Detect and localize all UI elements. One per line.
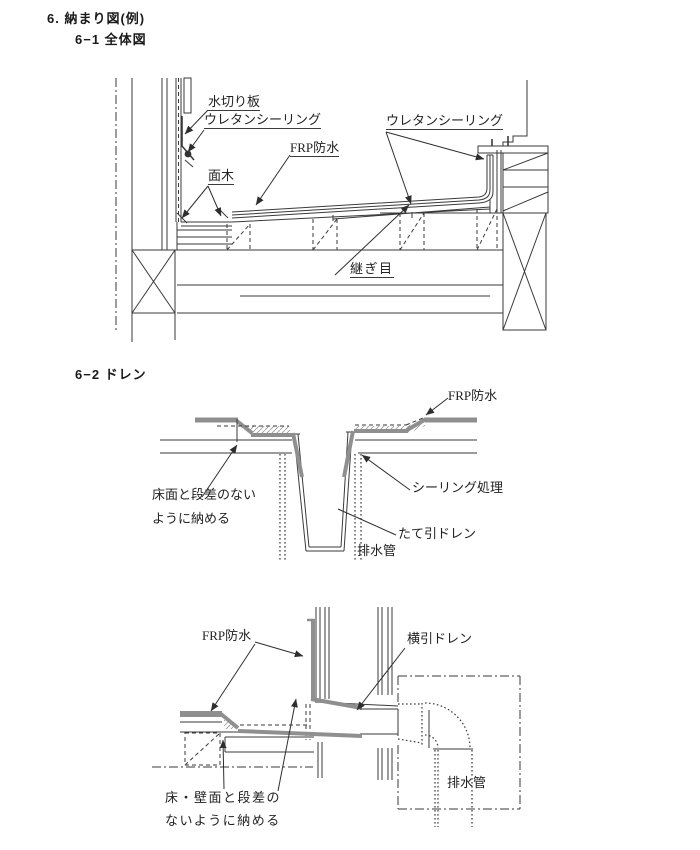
frp-deck-layers: [231, 154, 494, 223]
label-joint: 継ぎ目: [350, 261, 394, 279]
page-title: 6. 納まり図(例): [47, 11, 146, 26]
drip-plate: [181, 116, 195, 168]
label-flush-note3-line2: ないように納める: [165, 813, 281, 828]
deck-corner-menki: [176, 208, 232, 250]
label-frp-waterproofing-1: FRP防水: [290, 140, 340, 158]
label-drip-plate: 水切り板: [208, 94, 261, 112]
diagram1-leaders: [181, 109, 485, 276]
label-drain-pipe-3: 排水管: [447, 775, 487, 790]
horizontal-drain-body: [237, 697, 423, 744]
label-sealing-treatment: シーリング処理: [412, 480, 504, 495]
label-flush-note-line1: 床面と段差のない: [152, 487, 257, 502]
drain-funnel: [291, 430, 355, 552]
diagram1-drawing: [115, 77, 549, 342]
right-parapet: [477, 80, 549, 214]
frp-membrane-right: [354, 417, 477, 433]
label-chamfer-strip: 面木: [208, 168, 235, 186]
diagram2-drawing: [160, 397, 477, 560]
label-drain-pipe-2: 排水管: [357, 543, 397, 558]
label-frp-waterproofing-2: FRP防水: [448, 388, 498, 403]
diagram3-drawing: [152, 607, 521, 827]
label-horizontal-drain: 横引ドレン: [407, 631, 473, 646]
label-vertical-drain: たて引ドレン: [398, 526, 477, 541]
left-wall: [115, 77, 192, 342]
label-urethane-sealing-right: ウレタンシーリング: [386, 113, 504, 131]
section-2-title: 6−2 ドレン: [75, 367, 147, 382]
label-flush-note-line2: ように納める: [152, 511, 231, 526]
diagram3-leaders: [210, 641, 406, 792]
label-urethane-sealing-left: ウレタンシーリング: [204, 112, 322, 130]
diagram2-leaders: [201, 397, 449, 536]
floor-left: [152, 711, 314, 768]
slab: [160, 439, 477, 454]
frp-membrane-left: [195, 417, 293, 437]
label-frp-waterproofing-3: FRP防水: [202, 628, 252, 643]
elbow-and-drain-pipe: [421, 702, 473, 827]
label-flush-note3-line1: 床・壁面と段差の: [165, 790, 282, 805]
wall-right: [377, 607, 393, 780]
section-1-title: 6−1 全体図: [75, 32, 147, 47]
drain-pipe: [279, 454, 362, 560]
